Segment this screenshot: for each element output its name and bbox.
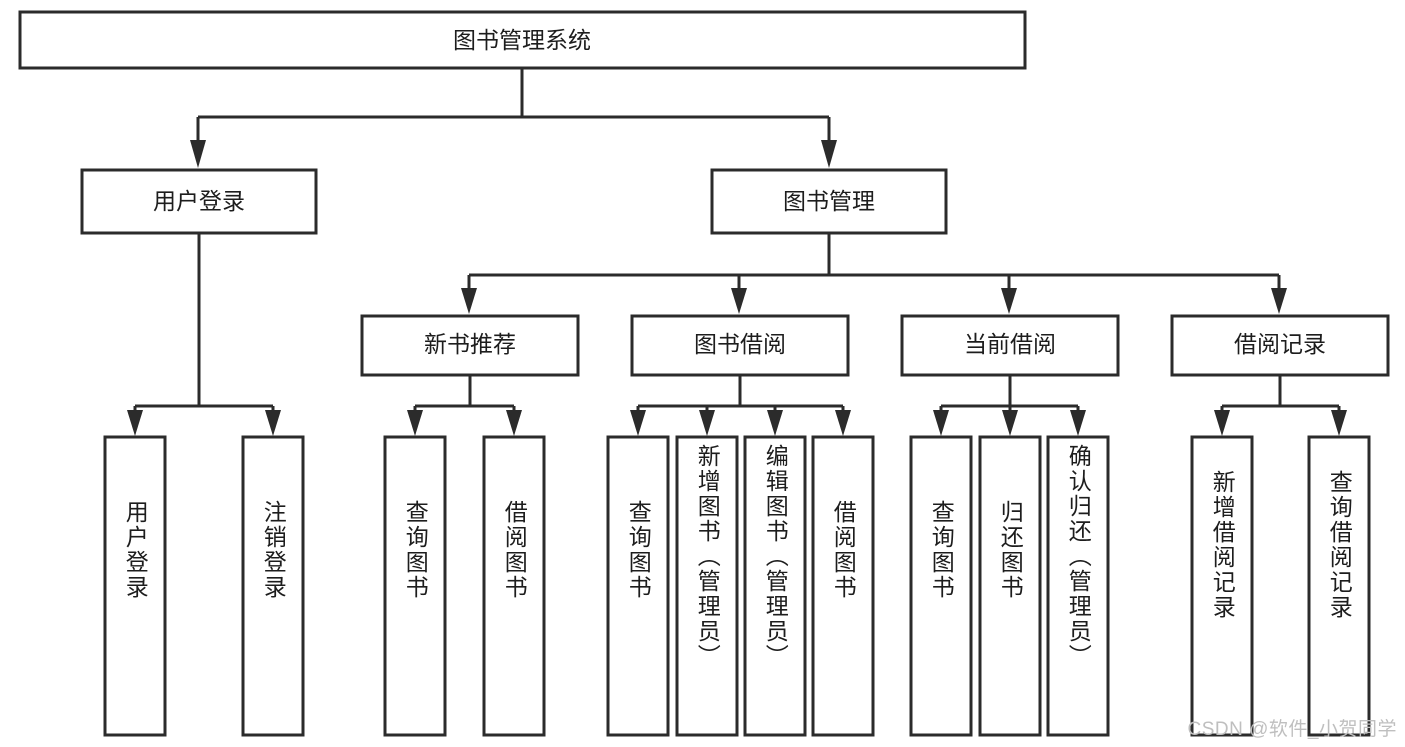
node-new-book-recommend[interactable]: 新书推荐: [360, 314, 580, 377]
leaf-user-login-box[interactable]: [103, 435, 167, 737]
node-current-borrow[interactable]: 当前借阅: [900, 314, 1120, 377]
connector-recommend-to-leaves: [407, 375, 522, 436]
csdn-watermark: CSDN @软件_小贺同学: [1187, 719, 1397, 740]
node-root-label: 图书管理系统: [453, 27, 591, 53]
node-new-book-recommend-box[interactable]: [360, 314, 580, 377]
node-book-management[interactable]: 图书管理: [710, 168, 948, 235]
connector-borrowrecord-to-leaves: [1214, 375, 1347, 436]
node-book-management-box[interactable]: [710, 168, 948, 235]
leaf-edit-book-admin-box[interactable]: [743, 435, 807, 737]
connector-bookborrow-to-leaves: [630, 375, 851, 436]
leaf-query-borrow-record-box[interactable]: [1307, 435, 1371, 737]
node-current-borrow-box[interactable]: [900, 314, 1120, 377]
node-borrow-record-box[interactable]: [1170, 314, 1390, 377]
node-book-borrow[interactable]: 图书借阅: [630, 314, 850, 377]
leaf-query-book-3-box[interactable]: [909, 435, 973, 737]
node-borrow-record[interactable]: 借阅记录: [1170, 314, 1390, 377]
node-current-borrow-label: 当前借阅: [964, 331, 1056, 357]
node-root-box[interactable]: [18, 10, 1027, 70]
leaf-borrow-book-1-box[interactable]: [482, 435, 546, 737]
node-root[interactable]: 图书管理系统: [18, 10, 1027, 70]
leaf-logout-login-box[interactable]: [241, 435, 305, 737]
node-user-login-label: 用户登录: [153, 188, 245, 214]
node-book-management-label: 图书管理: [783, 188, 875, 214]
leaf-borrow-book-2-box[interactable]: [811, 435, 875, 737]
node-book-borrow-label: 图书借阅: [694, 331, 786, 357]
leaf-add-book-admin-box[interactable]: [675, 435, 739, 737]
connector-currentborrow-to-leaves: [933, 375, 1086, 436]
leaf-return-book-box[interactable]: [978, 435, 1042, 737]
connector-bookmgmt-to-level3: [461, 234, 1287, 314]
leaf-add-borrow-record-box[interactable]: [1190, 435, 1254, 737]
leaf-query-book-2-box[interactable]: [606, 435, 670, 737]
node-book-borrow-box[interactable]: [630, 314, 850, 377]
node-borrow-record-label: 借阅记录: [1234, 331, 1326, 357]
node-new-book-recommend-label: 新书推荐: [424, 331, 516, 357]
leaf-confirm-return-admin-box[interactable]: [1046, 435, 1110, 737]
leaf-boxes: [103, 435, 1371, 737]
connector-userlogin-to-leaves: [127, 234, 281, 436]
connector-root-to-level2: [190, 69, 837, 168]
node-user-login-box[interactable]: [80, 168, 318, 235]
leaf-query-book-1-box[interactable]: [383, 435, 447, 737]
node-user-login[interactable]: 用户登录: [80, 168, 318, 235]
